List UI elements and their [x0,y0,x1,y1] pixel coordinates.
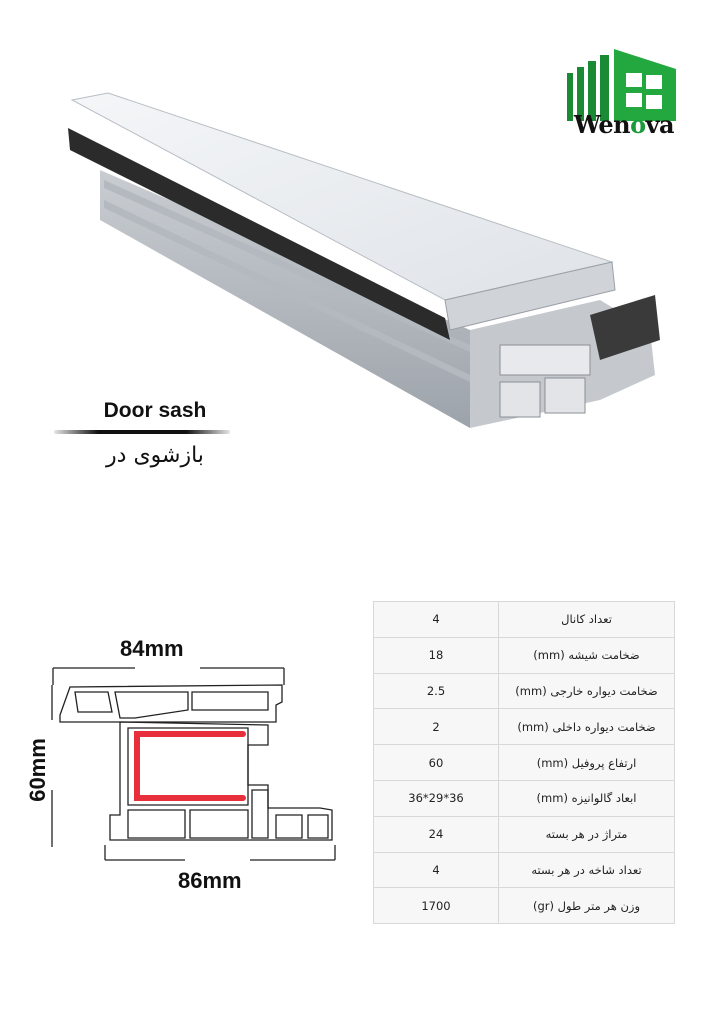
profile-cross-section-diagram [51,667,336,861]
spec-value: 4 [373,601,499,638]
spec-value: 18 [373,636,499,674]
spec-value: 4 [373,851,499,889]
product-title-fa: بازشوی در [106,443,204,468]
wenova-logo-icon [567,49,676,121]
dimension-height-label: 60mm [25,738,50,802]
spec-value: 2 [373,708,499,746]
spec-value: 36*29*36 [373,779,499,817]
spec-label: تعداد شاخه در هر بسته [498,851,675,889]
spec-label: وزن هر متر طول (gr) [498,887,675,925]
spec-label: ضخامت دیواره داخلی (mm) [498,708,675,746]
spec-label: ضخامت دیواره خارجی (mm) [498,672,675,710]
spec-value: 1700 [373,887,499,925]
spec-label: متراژ در هر بسته [498,815,675,853]
brand-name: Wenova [573,110,675,139]
dimension-top-label: 84mm [120,636,184,661]
spec-label: تعداد کانال [498,601,675,638]
spec-value: 24 [373,815,499,853]
spec-label: ضخامت شیشه (mm) [498,636,675,674]
spec-value: 2.5 [373,672,499,710]
dimension-bottom-label: 86mm [178,868,242,893]
title-divider [54,430,230,434]
product-title-en: Door sash [103,399,207,422]
door-sash-product-image [68,92,660,428]
spec-label: ارتفاع پروفیل (mm) [498,744,675,781]
spec-value: 60 [373,744,499,781]
spec-label: ابعاد گالوانیزه (mm) [498,779,675,817]
